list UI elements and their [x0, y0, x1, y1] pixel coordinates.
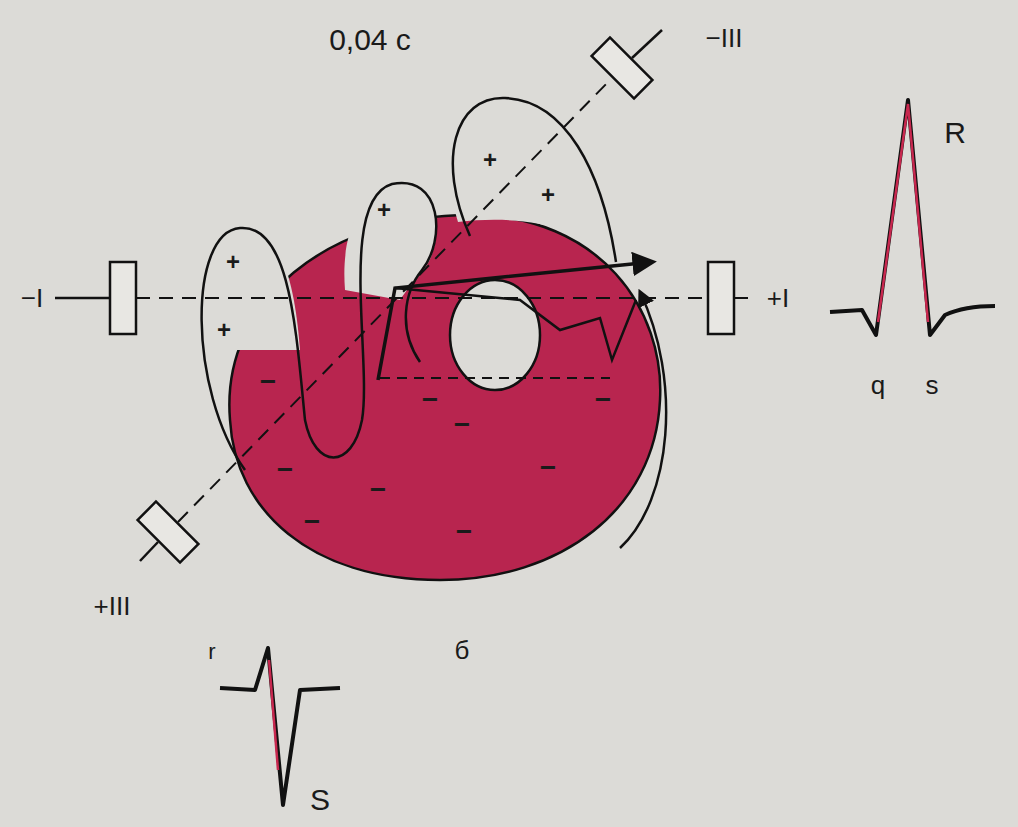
wave-label: S	[310, 785, 330, 815]
charge-sign: −	[595, 386, 611, 414]
vector-trace	[395, 288, 636, 360]
projection-line	[380, 377, 610, 379]
rotation-arrow	[620, 292, 666, 548]
positive-region	[199, 228, 300, 350]
electrode	[110, 262, 136, 334]
lead-label: +III	[94, 593, 131, 619]
wave-label: R	[944, 118, 966, 148]
positive-region	[450, 98, 616, 262]
charge-sign: −	[370, 476, 386, 504]
electrode	[138, 502, 199, 563]
lead-axis	[55, 297, 752, 299]
loop-outline	[202, 183, 437, 470]
lead-label: −III	[706, 25, 743, 51]
charge-sign: +	[541, 183, 555, 207]
charge-sign: −	[454, 411, 470, 439]
loop-outline	[453, 98, 616, 262]
lead-label: −I	[21, 285, 43, 311]
electric-vector	[378, 262, 652, 380]
charge-sign: +	[483, 148, 497, 172]
charge-sign: −	[422, 386, 438, 414]
wave-label: r	[208, 641, 215, 663]
positive-region	[344, 182, 436, 300]
charge-sign: −	[304, 508, 320, 536]
heart-depolarized	[229, 215, 660, 580]
wave-label: s	[926, 372, 939, 398]
ecg-red	[878, 104, 928, 322]
lead-label: +I	[767, 285, 789, 311]
charge-sign: +	[226, 250, 240, 274]
charge-sign: −	[260, 368, 276, 396]
ecg-red	[269, 660, 278, 770]
lead-axis	[140, 30, 662, 561]
charge-sign: −	[540, 454, 556, 482]
electrode	[592, 38, 653, 99]
ecg-trace	[220, 648, 340, 805]
charge-sign: −	[456, 518, 472, 546]
ecg-trace	[830, 100, 995, 335]
charge-sign: +	[217, 318, 231, 342]
wave-label: q	[871, 372, 885, 398]
panel-letter: б	[455, 637, 470, 663]
electrode	[708, 262, 734, 334]
charge-sign: −	[277, 456, 293, 484]
charge-sign: +	[377, 198, 391, 222]
time-label: 0,04 с	[329, 25, 411, 55]
